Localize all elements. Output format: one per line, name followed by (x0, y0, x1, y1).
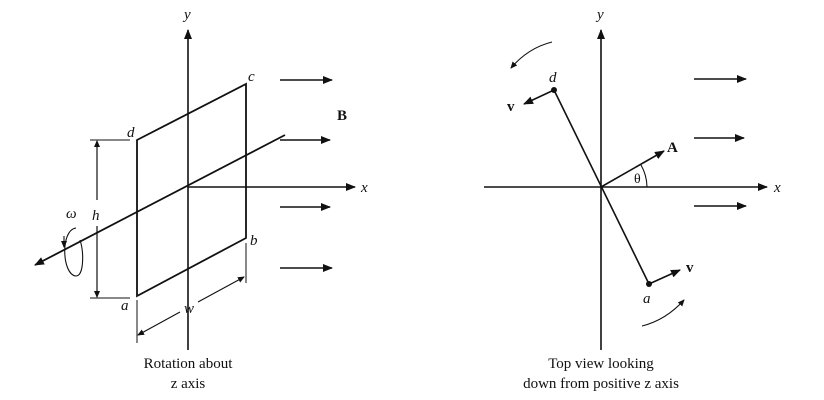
angle-theta-label: θ (634, 172, 641, 187)
x-axis-label: x (773, 180, 781, 196)
height-dimension: h (90, 139, 130, 299)
angle-arc (640, 164, 648, 188)
velocity-a-arrow (648, 269, 681, 285)
y-axis-label: y (595, 7, 604, 23)
corner-a-label: a (121, 298, 129, 314)
velocity-a-label: v (686, 260, 694, 276)
width-dimension: w (136, 243, 247, 343)
point-a-label: a (643, 291, 651, 307)
corner-b-label: b (250, 233, 258, 249)
left-caption-line2: z axis (171, 376, 206, 392)
x-axis-label: x (360, 180, 368, 196)
y-axis-label: y (182, 7, 191, 23)
magnetic-field-arrows (694, 75, 747, 210)
left-panel: y x c d b a h w ω (34, 7, 368, 392)
height-label: h (92, 208, 100, 224)
width-label: w (184, 301, 194, 317)
corner-c-label: c (248, 69, 255, 85)
rotation-omega: ω (61, 206, 84, 277)
current-loop (136, 82, 247, 298)
right-panel: y x d a v v A θ Top view looking down fr… (484, 7, 781, 392)
area-vector-label: A (667, 140, 678, 156)
rotation-arrow-top (510, 41, 553, 69)
corner-d-label: d (127, 125, 135, 141)
point-d-label: d (549, 70, 557, 86)
right-caption-line2: down from positive z axis (523, 376, 679, 392)
left-caption-line1: Rotation about (144, 356, 234, 372)
magnetic-field-arrows (280, 76, 333, 272)
z-axis (34, 134, 286, 266)
area-vector-arrow (600, 150, 665, 188)
velocity-d-arrow (523, 89, 555, 105)
velocity-d-label: v (507, 99, 515, 115)
omega-label: ω (66, 206, 77, 222)
right-caption-line1: Top view looking (548, 356, 654, 372)
field-b-label: B (337, 108, 347, 124)
rotation-arrow-bottom (641, 299, 685, 327)
